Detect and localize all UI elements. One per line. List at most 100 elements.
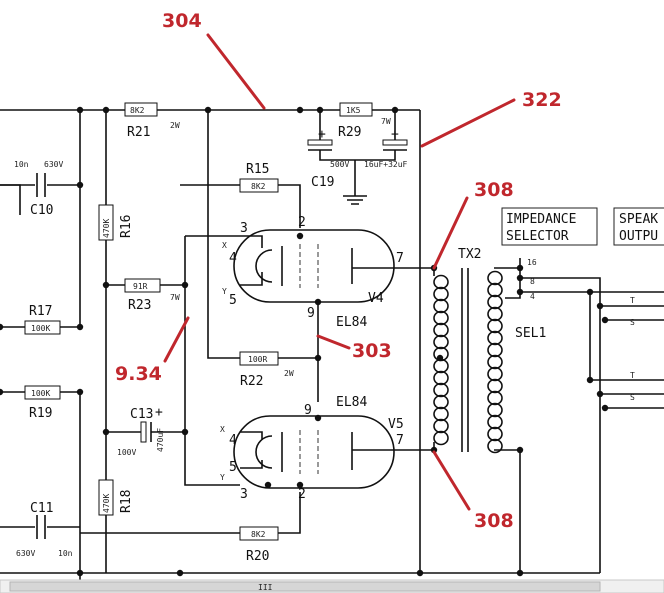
c19-value: 16uF+32uF [364,160,408,169]
v5-heater-x: X [220,425,225,434]
resistor-r29: 1K5 R29 7W [338,102,391,140]
capacitor-c13: C13 + 470uF 100V [117,405,165,457]
r22-label: R22 [240,374,263,389]
transformer-core [461,268,469,452]
resistor-r18: 470K R18 [98,479,134,516]
v5-pin-heater-a: 4 [229,433,237,448]
tube-v4: 3 2 7 X 4 Y 5 9 V4 EL84 [222,215,404,330]
secondary-winding-turn [487,282,503,298]
horizontal-scrollbar[interactable]: III [0,579,664,593]
r18-label: R18 [119,490,134,513]
callout-308-bottom: 308 [432,450,514,532]
resistor-r20: 8K2 R20 [239,526,279,564]
r23-rating: 7W [170,293,180,302]
v5-pin-screen: 2 [298,487,306,502]
callout-322: 322 [420,89,562,148]
resistor-r17: 100K R17 [24,304,61,335]
primary-winding-turn [433,286,449,302]
tube-v5: EL84 9 V5 7 X 4 5 Y 3 2 [220,395,404,502]
v4-pin-anode: 7 [396,251,404,266]
v4-pin-heater-b: 5 [229,293,237,308]
r20-label: R20 [246,549,269,564]
v5-heater-y: Y [220,473,225,482]
r16-label: R16 [119,215,134,238]
v4-pin-cathode: 9 [307,306,315,321]
resistor-r16: 470K R16 [98,204,134,241]
jack-2-sleeve: S [630,393,635,402]
jack-2-tip: T [630,371,635,380]
tx2-label: TX2 [458,247,481,262]
r19-label: R19 [29,406,52,421]
primary-winding-turn [433,274,449,290]
resistor-r22: 100R R22 2W [239,351,294,389]
v5-pin-heater-b: 5 [229,460,237,475]
secondary-winding-turn [487,306,503,322]
secondary-winding-turn [487,402,503,418]
scrollbar-grip: III [258,583,273,592]
callout-303: 303 [316,334,392,362]
callout-308-top: 308 [432,179,514,270]
primary-winding-turn [433,334,449,350]
impedance-line-2: SELECTOR [506,229,569,244]
speaker-line-1: SPEAK [619,212,658,227]
v5-name: V5 [388,417,404,432]
c19-plus-a: + [318,127,326,142]
r22-value: 100R [248,355,267,364]
secondary-winding-turn [487,426,503,442]
jack-1-tip: T [630,296,635,305]
primary-winding-turn [433,370,449,386]
primary-winding-turn [433,310,449,326]
v5-type: EL84 [336,395,367,410]
c19-label: C19 [311,175,334,190]
r22-rating: 2W [284,369,294,378]
v4-heater-x: X [222,241,227,250]
callout-322-label: 322 [522,89,562,111]
scrollbar-thumb[interactable] [9,581,601,592]
callout-303-label: 303 [352,340,392,362]
c19-voltage: 500V [330,160,349,169]
v5-pin-grid: 3 [240,487,248,502]
r15-label: R15 [246,162,269,177]
r23-value: 91R [133,282,148,291]
primary-winding-turn [433,394,449,410]
v4-type: EL84 [336,315,367,330]
callout-304-label: 304 [162,10,202,32]
speaker-output-box: SPEAK OUTPU [613,207,664,246]
v4-pin-heater-a: 4 [229,251,237,266]
secondary-winding-turn [487,342,503,358]
r15-value: 8K2 [251,182,266,191]
primary-winding-turn [433,430,449,446]
v5-pin-cathode: 9 [304,403,312,418]
primary-winding-turn [433,358,449,374]
transformer-labels: TX2 16 8 4 SEL1 [458,247,546,341]
resistor-r23: 91R R23 7W [124,278,180,313]
callout-304: 304 [162,10,266,110]
secondary-winding-turn [487,294,503,310]
primary-winding-turn [433,322,449,338]
c19-plus-b: + [391,127,399,142]
capacitor-c19: + + 500V 16uF+32uF C19 [307,127,408,190]
r29-value: 1K5 [346,106,361,115]
secondary-winding-turn [487,330,503,346]
r18-value: 470K [102,494,111,513]
v5-pin-anode: 7 [396,433,404,448]
resistor-r21: 8K2 R21 2W [124,102,180,140]
r29-rating: 7W [381,117,391,126]
primary-winding-turn [433,382,449,398]
v4-name: V4 [368,291,384,306]
secondary-winding-turn [487,378,503,394]
c13-label: C13 [130,407,153,422]
primary-winding-turn [433,406,449,422]
r21-label: R21 [127,125,150,140]
secondary-winding-turn [487,354,503,370]
c13-voltage: 100V [117,448,136,457]
speaker-line-2: OUTPU [619,229,658,244]
selector-label: SEL1 [515,326,546,341]
r16-value: 470K [102,219,111,238]
secondary-winding-turn [487,318,503,334]
resistor-r19: 100K R19 [24,385,61,421]
wiring [0,109,664,580]
impedance-selector-box: IMPEDANCE SELECTOR [501,207,598,246]
primary-winding-turn [433,346,449,362]
